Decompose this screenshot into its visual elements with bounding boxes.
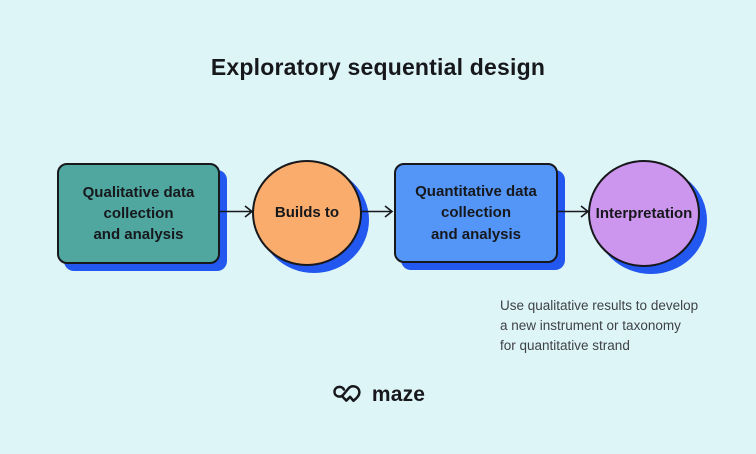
- maze-logo: maze: [0, 382, 756, 408]
- flow-arrow-2: [360, 205, 394, 218]
- maze-logo-icon: [333, 385, 361, 403]
- flow-step-qualitative-box: Qualitative data collection and analysis: [57, 163, 220, 264]
- flow-step-quantitative-box: Quantitative data collection and analysi…: [394, 163, 558, 263]
- flow-arrow-1: [220, 205, 254, 218]
- flow-step-interpretation-circle: Interpretation: [588, 160, 700, 267]
- flow-arrow-3: [556, 205, 590, 218]
- annotation-note: Use qualitative results to develop a new…: [500, 298, 699, 353]
- maze-logo-text: maze: [371, 383, 426, 406]
- flow-step-builds-to-circle: Builds to: [252, 160, 362, 266]
- page-title: Exploratory sequential design: [210, 54, 546, 80]
